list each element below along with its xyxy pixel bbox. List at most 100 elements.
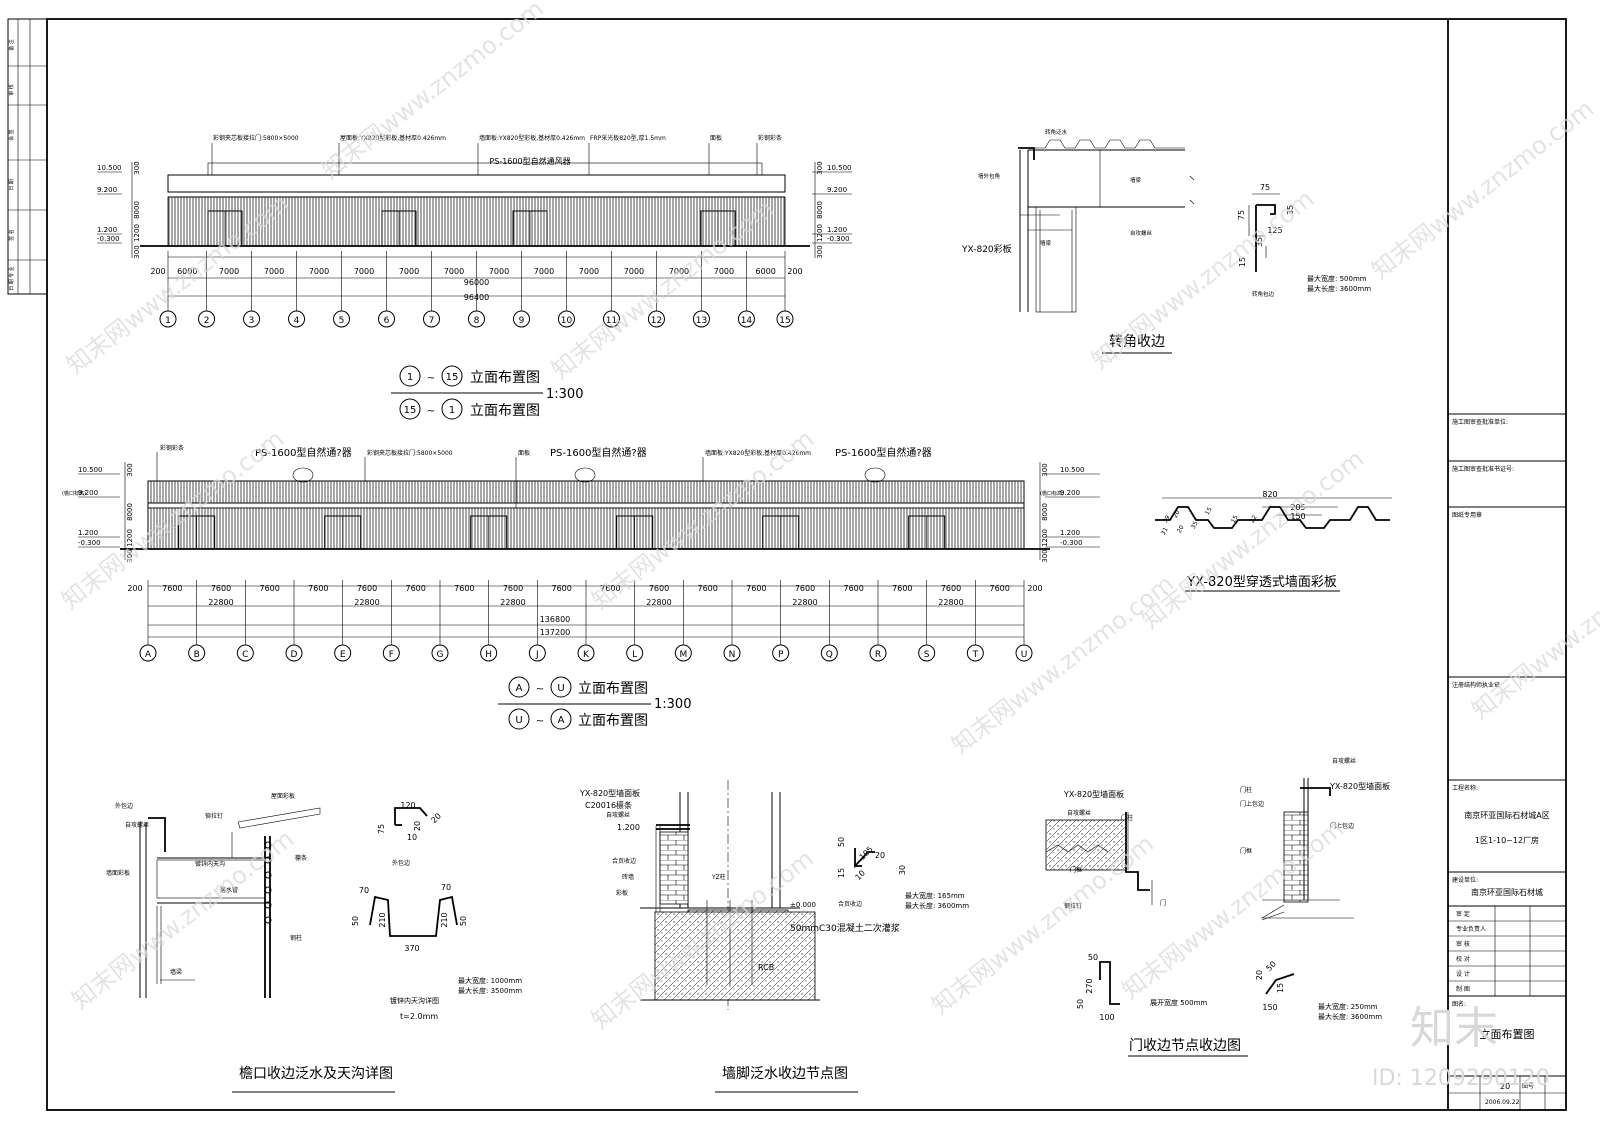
- callout-label: 1.200: [617, 823, 640, 832]
- axis-label: D: [291, 650, 298, 660]
- axis-bubble: [399, 398, 421, 420]
- tb-owner: 南京环亚国际石材城: [1471, 887, 1543, 897]
- axis-label: N: [729, 650, 736, 660]
- panel-dim: 22: [1249, 514, 1259, 524]
- axis-bubble: [378, 310, 396, 328]
- callout-label: 合页收边: [612, 857, 636, 865]
- tb-drawing-label: 图名:: [1452, 1000, 1466, 1008]
- callout-label: 50mmC30混凝土二次灌浆: [790, 922, 900, 934]
- edge-dimension: 200: [127, 584, 142, 593]
- callout-label: 檩条: [295, 854, 307, 862]
- side-dimension: 300: [816, 161, 824, 174]
- axis-bubble: [550, 708, 572, 730]
- elevation-A-U: 10.5009.2001.200-0.30010.5009.2001.200-0…: [62, 444, 1100, 730]
- watermark-id: ID: 1209290120: [1372, 1066, 1550, 1091]
- title-axis: A: [558, 715, 565, 726]
- axis-bubble: [508, 708, 530, 730]
- callout-label: YX-820彩板: [961, 243, 1012, 255]
- tb-row-label: 图纸专用章: [1452, 511, 1482, 519]
- axis-label: 11: [606, 316, 617, 326]
- axis-label: R: [875, 650, 881, 660]
- callout-note: PS-1600型自然通?器: [550, 446, 647, 459]
- panel-dim: 31: [1160, 526, 1170, 536]
- bay-dimension: 7000: [444, 267, 464, 276]
- bolt: [264, 916, 272, 924]
- group-dimension: 22800: [354, 598, 379, 607]
- callout-label: 钢柱: [290, 934, 302, 942]
- eave-gutter-detail: 外包边屋面彩板自攻螺丝铆拉钉镀锌内天沟落水管墙面彩板檩条钢柱墙梁12020751…: [106, 792, 522, 1093]
- axis-bubble: [382, 644, 400, 662]
- elevation-title: 立面布置图: [470, 370, 540, 386]
- axis-label: G: [437, 650, 444, 660]
- bay-dimension: 7000: [264, 267, 284, 276]
- flashing-dimension: 10: [407, 833, 417, 842]
- callout-label: 自攻螺丝: [1130, 229, 1153, 237]
- level-mark: 10.500: [827, 164, 852, 172]
- axis-label: 7: [429, 316, 435, 326]
- axis-bubble: [550, 676, 572, 698]
- tb-drawing-name: 立面布置图: [1480, 1027, 1535, 1041]
- side-dimension: 300: [1041, 463, 1049, 476]
- callout-label: 门上包边: [1240, 800, 1264, 808]
- bay-dimension: 7600: [843, 584, 863, 593]
- gutter-dimension: 370: [404, 944, 419, 953]
- panel-dim: 20: [1176, 524, 1186, 534]
- bay-dimension: 6000: [756, 267, 776, 276]
- tb-project: 南京环亚国际石材城A区: [1464, 810, 1549, 820]
- axis-bubble: [468, 310, 485, 328]
- panel-dim: 150: [1290, 512, 1305, 521]
- callout-label: YZ柱: [711, 873, 726, 881]
- bay-dimension: 7600: [405, 584, 425, 593]
- title-axis: U: [557, 683, 564, 694]
- axis-bubble: [776, 310, 794, 328]
- callout-label: 墙外包角: [978, 172, 1000, 180]
- spec-note: 最大宽度: 1000mm: [458, 976, 522, 985]
- axis-label: 10: [561, 316, 573, 326]
- gutter-dimension: 50: [351, 916, 360, 926]
- axis-label: B: [194, 650, 200, 660]
- callout-label: C20016檩条: [585, 800, 632, 810]
- side-dimension: 1200: [1041, 529, 1049, 547]
- door-dimension: 20: [1255, 970, 1264, 980]
- tb-row-label: 施工图审查批准书证号:: [1452, 465, 1514, 473]
- bolt: [264, 901, 272, 909]
- axis-label: 15: [779, 316, 790, 326]
- axis-bubble: [480, 644, 498, 662]
- roof-ventilator: [292, 467, 314, 483]
- tb-row-label: 施工图审查批准单位:: [1452, 418, 1508, 426]
- axis-bubble: [188, 644, 206, 662]
- panel-width: 820: [1262, 490, 1277, 499]
- axis-bubble: [508, 676, 530, 698]
- panel-dim: 20: [1172, 509, 1182, 519]
- strip-label: 日 期: [9, 179, 15, 191]
- door-dimension: 100: [1099, 1013, 1114, 1022]
- bay-dimension: 7000: [489, 267, 509, 276]
- tb-role: 审 定: [1456, 910, 1470, 918]
- callout-label: 门柱: [1240, 786, 1252, 794]
- tb-number-label: 图号: [1522, 1083, 1534, 1090]
- bay-dimension: 7000: [534, 267, 554, 276]
- spec-note: 最大长度: 3600mm: [1307, 284, 1371, 293]
- level-mark: -0.300: [1060, 539, 1083, 547]
- door-dimension: 50: [1088, 953, 1098, 962]
- bay-dimension: 7600: [259, 584, 279, 593]
- callout-label: YX-820型墙面板: [579, 788, 640, 798]
- callout-label: ±0.000: [790, 901, 816, 909]
- detail-title: 檐口收边泛水及天沟详图: [239, 1066, 393, 1082]
- callout-label: 镀锌内天沟: [195, 860, 225, 868]
- gutter-dimension: 50: [459, 916, 468, 926]
- spec-note: 最大宽度: 165mm: [905, 891, 965, 900]
- ventilator-ridge: [207, 162, 763, 176]
- profile-dimension: 35: [1255, 237, 1264, 247]
- edge-dimension: 200: [150, 267, 165, 276]
- callout-note: 彩钢彩条: [160, 444, 184, 452]
- callout-label: 墙面彩板: [106, 869, 130, 877]
- profile-dimension: 75: [1260, 183, 1270, 192]
- axis-bubble: [647, 310, 665, 328]
- title-axis: 1: [449, 405, 455, 416]
- detail-title: YX-820型穿透式墙面彩板: [1186, 574, 1337, 590]
- level-mark: 9.200: [97, 186, 117, 194]
- piece-label: 外包边: [392, 859, 410, 867]
- axis-label: U: [1021, 650, 1028, 660]
